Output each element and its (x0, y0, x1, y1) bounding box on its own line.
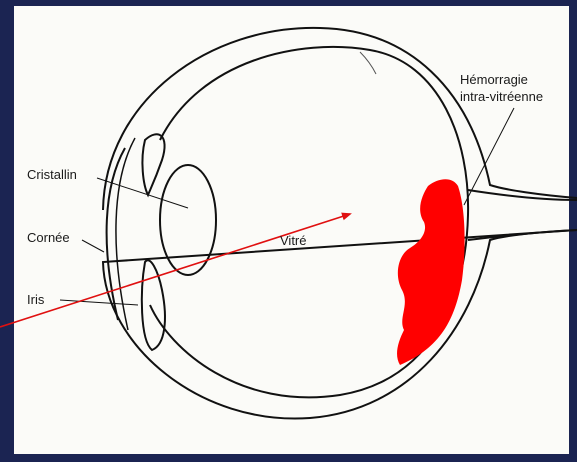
iris-top (142, 134, 164, 195)
vitreous-label: Vitré (280, 233, 307, 248)
lens-label: Cristallin (27, 167, 77, 182)
hemorrhage-leader (464, 108, 514, 205)
cornea-label: Cornée (27, 230, 70, 245)
iris-bottom (142, 260, 165, 350)
hemorrhage-label-line1: Hémorragie (460, 72, 528, 87)
vessel-mark (360, 52, 376, 74)
iris-label: Iris (27, 292, 45, 307)
hemorrhage-blob (397, 179, 465, 365)
hemorrhage-label-line2: intra-vitréenne (460, 89, 543, 104)
cornea-leader (82, 240, 104, 252)
lens-shape (160, 165, 216, 275)
cornea-inner (116, 138, 135, 330)
